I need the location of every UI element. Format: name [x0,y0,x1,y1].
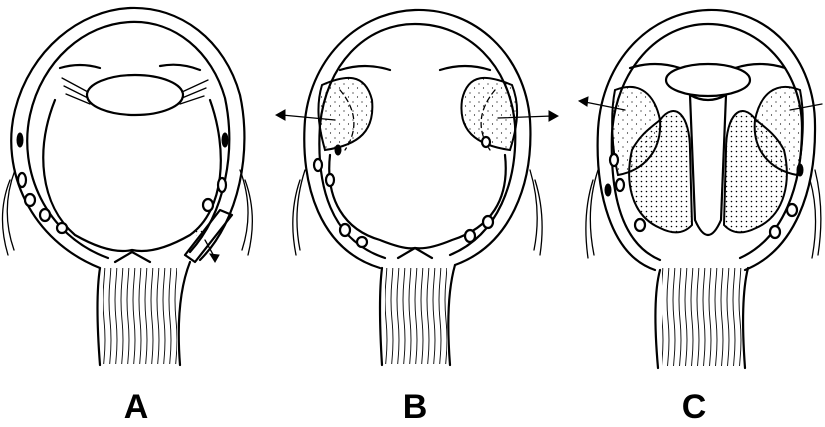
lens [87,75,183,115]
muscle-left [293,170,305,255]
retina [43,100,221,251]
tear-dots [196,228,206,236]
arrowhead-b-right [549,111,558,121]
choroid-vessels [314,137,493,247]
panel-label-a: A [106,388,166,427]
arrowhead-b-left [276,110,285,120]
eye-diagram-c [579,10,822,368]
retinal-stalk [690,95,726,235]
arrowhead-a [210,254,219,262]
choroid-vessels [17,133,228,233]
iris [60,65,200,70]
lens [666,64,750,96]
retinal-tear [185,210,232,262]
sclera-inner [27,22,229,258]
optic-nerve-fibers [385,268,447,364]
muscle-right [810,170,821,258]
optic-disc [398,248,432,258]
eye-diagram-a [2,8,252,365]
muscle-right [530,170,542,255]
optic-disc [115,252,150,262]
panel-label-c: C [664,388,724,427]
retina [329,155,506,248]
panel-label-b: B [385,388,445,427]
muscle-left [2,170,15,255]
muscle-right [240,170,252,255]
optic-nerve-fibers [103,268,177,364]
optic-nerve-fibers [662,268,742,366]
muscle-left [586,170,598,258]
sclera-outer [11,8,244,268]
arrowhead-c-left [579,97,588,106]
eye-diagram-b [276,10,558,365]
detached-region-left [318,78,372,150]
iris [340,66,490,70]
